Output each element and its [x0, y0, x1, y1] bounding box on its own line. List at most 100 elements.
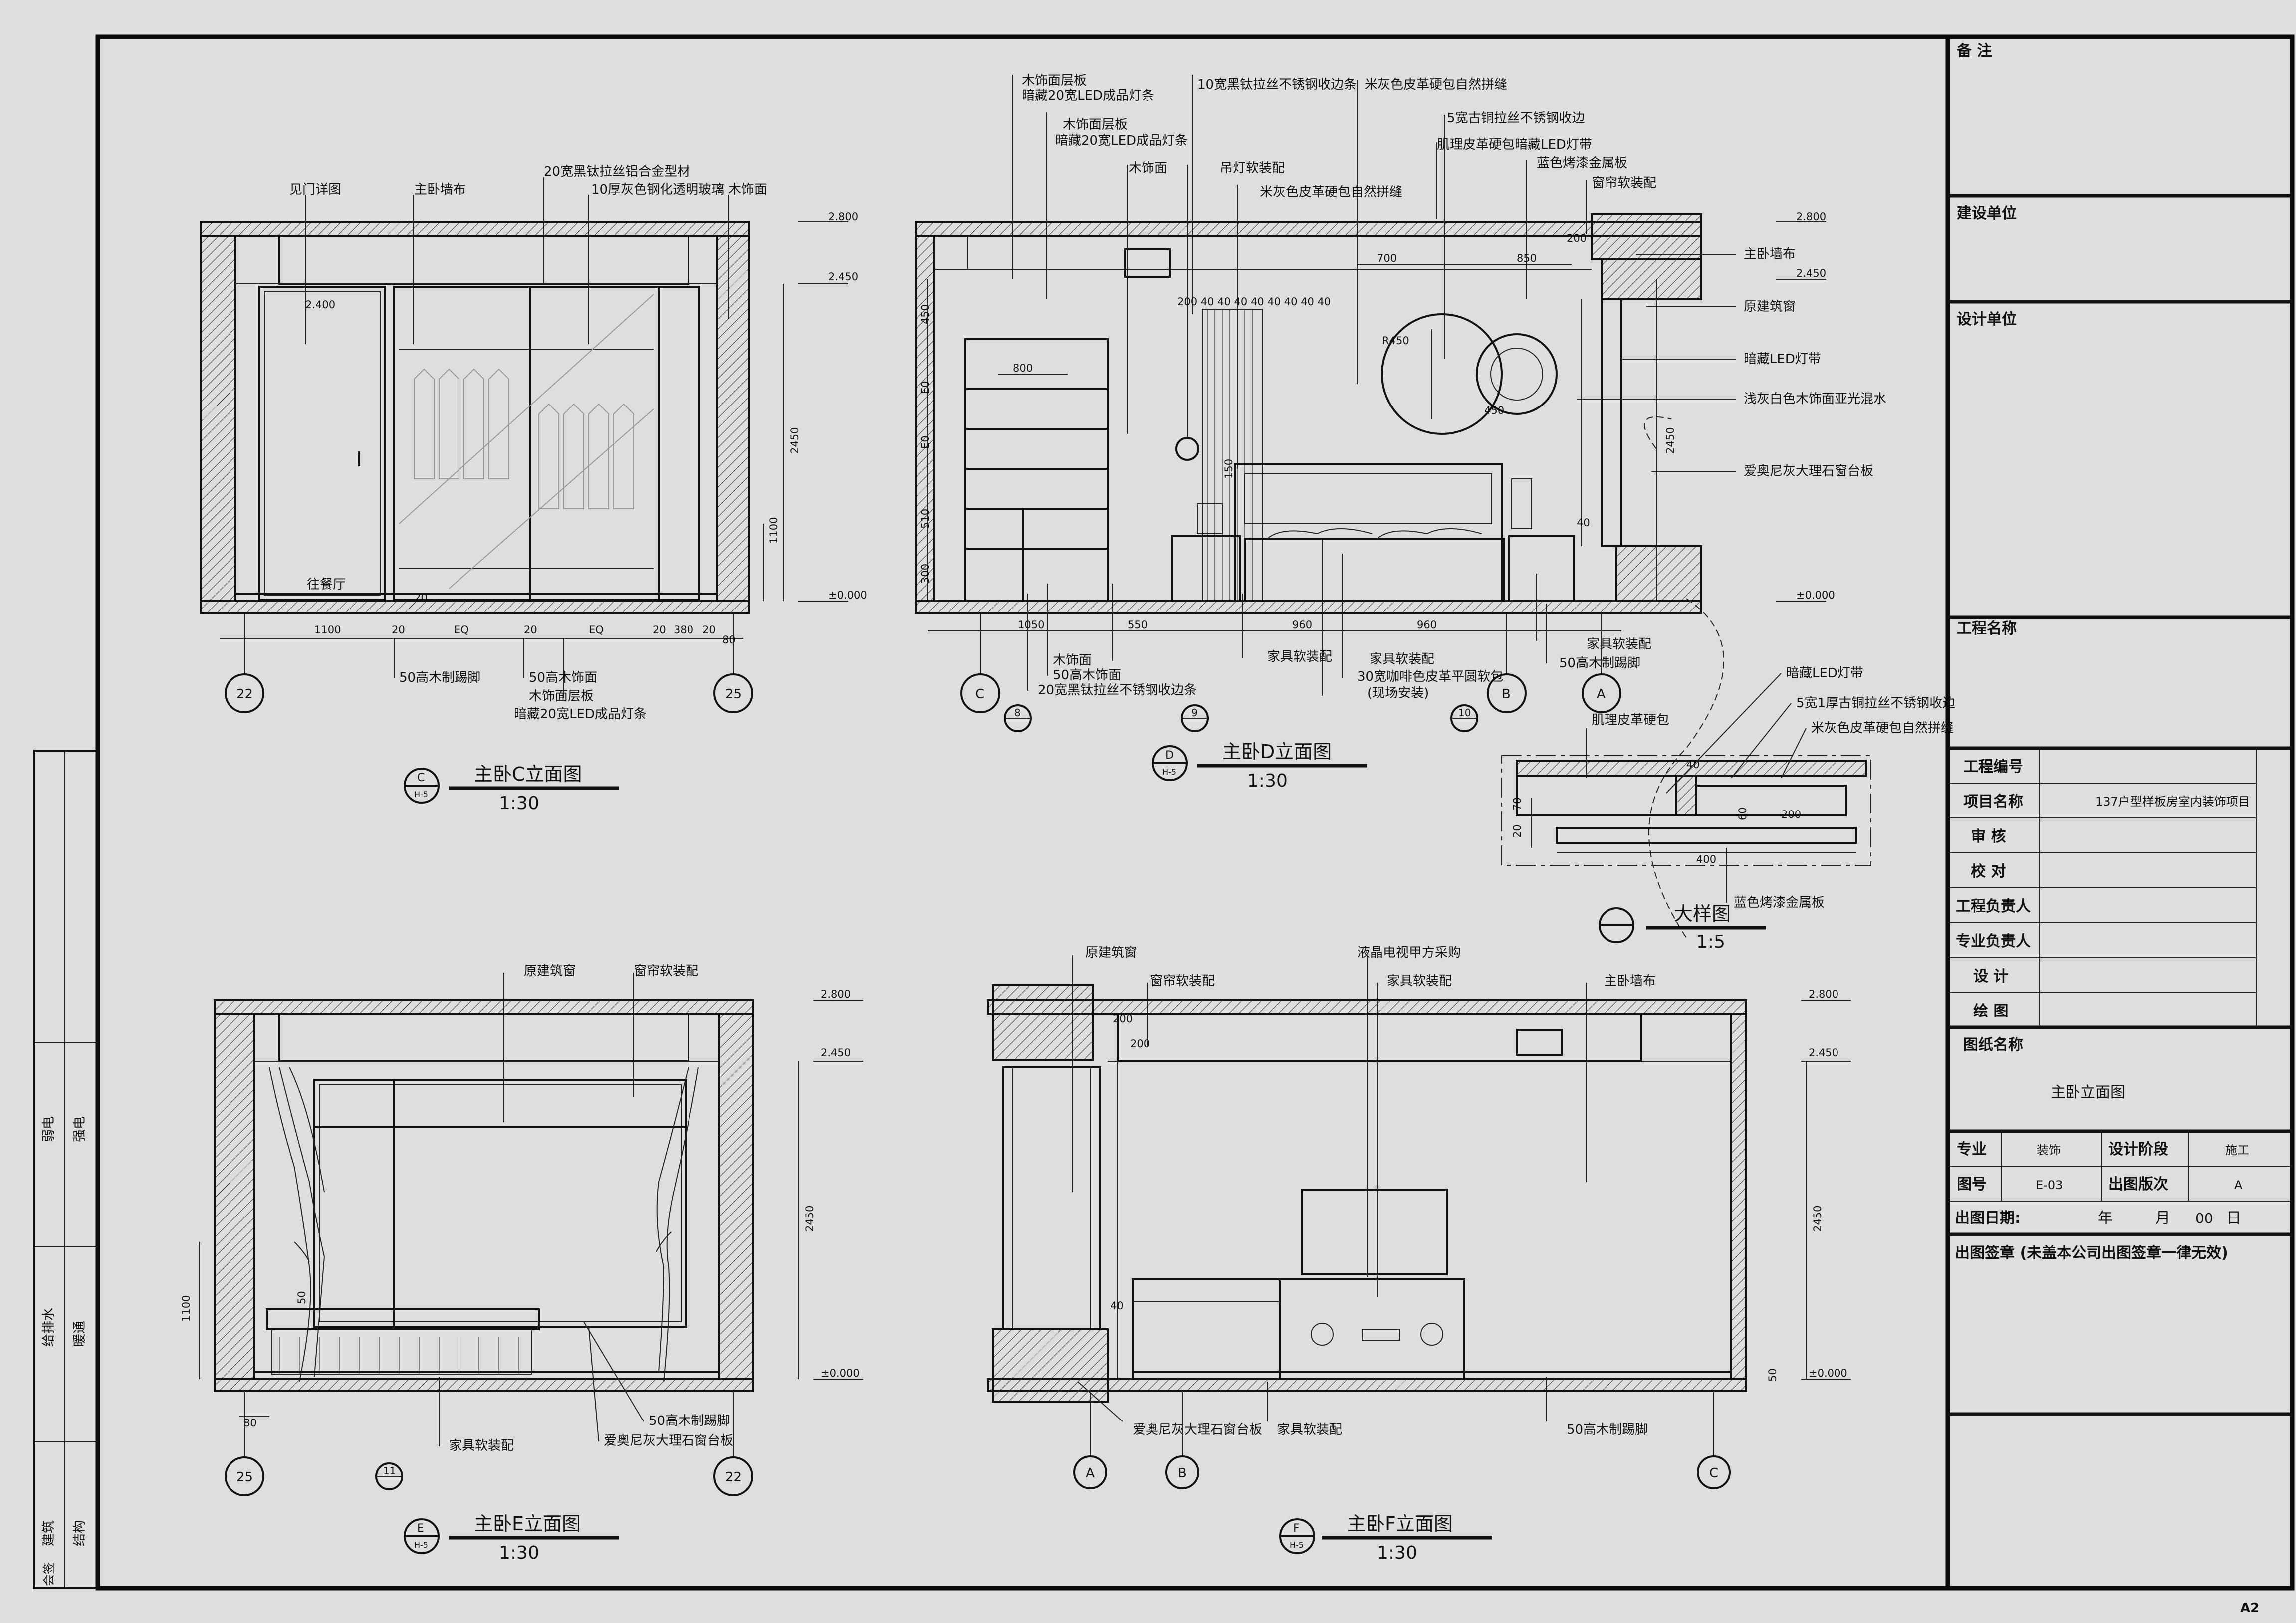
dim-800: 800 [1013, 362, 1033, 374]
note-pendant: 吊灯软装配 [1220, 161, 1285, 176]
dim-1050: 1050 [1018, 619, 1044, 631]
drawing-name-value: 主卧立面图 [2051, 1084, 2125, 1101]
detail-title: 大样图 [1674, 903, 1731, 925]
grid-c: C [1709, 1466, 1718, 1481]
dim-20: 20 [653, 624, 666, 636]
level-2800: 2.800 [828, 211, 858, 223]
note-marble-sill: 爱奥尼灰大理石窗台板 [1744, 464, 1873, 479]
view-f-title: 主卧F立面图 [1347, 1513, 1453, 1535]
title-bubble-sheet: H-5 [414, 790, 428, 799]
strip-structure: 结构 [72, 1520, 87, 1546]
note-marble-sill: 爱奥尼灰大理石窗台板 [1133, 1422, 1262, 1437]
view-c-title: 主卧C立面图 [474, 763, 582, 785]
dim-20: 20 [524, 624, 537, 636]
note-leather-2: 米灰色皮革硬包自然拼缝 [1260, 185, 1402, 200]
note-ss-20-b: 20宽黑钛拉丝不锈钢收边条 [1038, 683, 1197, 698]
note-onsite: (现场安装) [1367, 686, 1429, 701]
note-ss-trim: 10宽黑钛拉丝不锈钢收边条 [1197, 77, 1357, 92]
level-2800: 2.800 [1796, 211, 1826, 223]
discipline-label: 专业 [1957, 1141, 1987, 1158]
dim-200: 200 [1113, 1013, 1133, 1025]
note-round-soft: 30宽咖啡色皮革平圆软包 [1357, 669, 1503, 684]
client-label: 建设单位 [1957, 205, 2017, 222]
strip-hvac: 暖通 [72, 1321, 87, 1347]
detail-8: 8 [1014, 707, 1021, 719]
note-textured: 肌理皮革硬包 [1592, 713, 1669, 728]
designer-label: 设计单位 [1957, 311, 2017, 328]
draw-label: 绘 图 [1973, 1003, 2008, 1020]
level-0: ±0.000 [1796, 589, 1835, 601]
dim-960: 960 [1417, 619, 1437, 631]
check-label: 校 对 [1971, 863, 2006, 880]
note-curtain: 窗帘软装配 [1150, 974, 1215, 989]
project-name-label: 工程名称 [1957, 620, 2017, 637]
date-month: 月 [2155, 1210, 2170, 1227]
dim-20: 20 [702, 624, 716, 636]
level-2450: 2.450 [821, 1047, 851, 1059]
dim-400: 400 [1696, 853, 1716, 865]
title-bubble-letter: D [1165, 749, 1174, 762]
note-veneer-b: 木饰面 [1053, 653, 1092, 668]
date-year: 年 [2098, 1210, 2113, 1227]
dim-450: 450 [919, 304, 931, 324]
dim-1100: 1100 [768, 517, 780, 544]
elevation-f: 2450 200 200 40 50 2.800 2.450 ±0.000 原建… [987, 945, 1851, 1563]
dim-40: 40 [1577, 517, 1590, 529]
note-white-veneer: 浅灰白色木饰面亚光混水 [1744, 392, 1886, 406]
title-bubble-sheet: H-5 [1162, 767, 1176, 777]
dim-150: 150 [1223, 459, 1235, 479]
note-skirting: 50高木制踢脚 [649, 1414, 730, 1428]
note-furniture-top: 家具软装配 [1387, 974, 1452, 989]
dim-960: 960 [1292, 619, 1312, 631]
dim-2450: 2450 [789, 427, 801, 454]
note-bronze-trim: 5宽古铜拉丝不锈钢收边 [1447, 111, 1585, 126]
note-aluminum-profile: 20宽黑钛拉丝铝合金型材 [544, 164, 690, 179]
revision-value: A [2234, 1178, 2243, 1192]
title-bubble-letter: C [417, 772, 425, 784]
dim-strips: 200 40 40 40 40 40 40 40 40 [1177, 296, 1331, 308]
note-led: 暗藏20宽LED成品灯条 [514, 707, 647, 722]
title-bubble-sheet: H-5 [1290, 1540, 1304, 1550]
note-led-2: 暗藏20宽LED成品灯条 [1055, 133, 1188, 148]
note-blue-metal: 蓝色烤漆金属板 [1734, 895, 1825, 910]
dim-eq: EQ [454, 624, 469, 636]
view-c-scale: 1:30 [499, 793, 539, 813]
dim-e0: E0 [919, 435, 931, 449]
discipline-value: 装饰 [2037, 1143, 2061, 1157]
note-leather-1: 米灰色皮革硬包自然拼缝 [1365, 77, 1507, 92]
elevation-c: 1100 20 EQ 20 EQ 20 380 20 80 2.400 20 2… [200, 164, 867, 813]
title-bubble-sheet: H-5 [414, 1540, 428, 1550]
note-to-dining: 往餐厅 [307, 577, 346, 592]
dim-40: 40 [1110, 1300, 1124, 1312]
date-day: 日 [2226, 1210, 2241, 1227]
grid-25: 25 [725, 687, 742, 702]
dim-50: 50 [296, 1291, 308, 1304]
level-2800: 2.800 [821, 988, 851, 1000]
note-wallcloth: 主卧墙布 [1744, 247, 1796, 262]
dim-eq: EQ [589, 624, 604, 636]
dim-2450: 2450 [1812, 1206, 1824, 1232]
note-window: 原建筑窗 [1085, 945, 1137, 960]
grid-a: A [1597, 687, 1606, 702]
grid-22: 22 [236, 687, 253, 702]
note-wallcloth: 主卧墙布 [1604, 974, 1656, 989]
note-led-1: 暗藏20宽LED成品灯条 [1022, 88, 1154, 103]
note-skirting-b: 50高木制踢脚 [1559, 656, 1640, 671]
strip-meeting-sign: 会签 [42, 1562, 56, 1586]
dim-700: 700 [1377, 252, 1397, 264]
grid-b: B [1502, 687, 1511, 702]
view-f-scale: 1:30 [1377, 1543, 1417, 1563]
note-window: 原建筑窗 [524, 964, 576, 979]
note-furniture-1: 家具软装配 [1267, 649, 1332, 664]
stage-value: 施工 [2225, 1143, 2249, 1157]
detail-scale: 1:5 [1696, 932, 1725, 952]
view-d-scale: 1:30 [1247, 771, 1288, 791]
detail-10: 10 [1458, 707, 1471, 719]
dim-300: 300 [919, 564, 931, 584]
drawing-name-label: 图纸名称 [1963, 1036, 2023, 1054]
sheet-id: A2 [2240, 1601, 2259, 1616]
review-label: 审 核 [1971, 828, 2006, 845]
dim-1100: 1100 [314, 624, 341, 636]
left-sign-strip: 弱电 强电 给排水 暖通 会签 建筑 结构 [33, 750, 99, 1589]
